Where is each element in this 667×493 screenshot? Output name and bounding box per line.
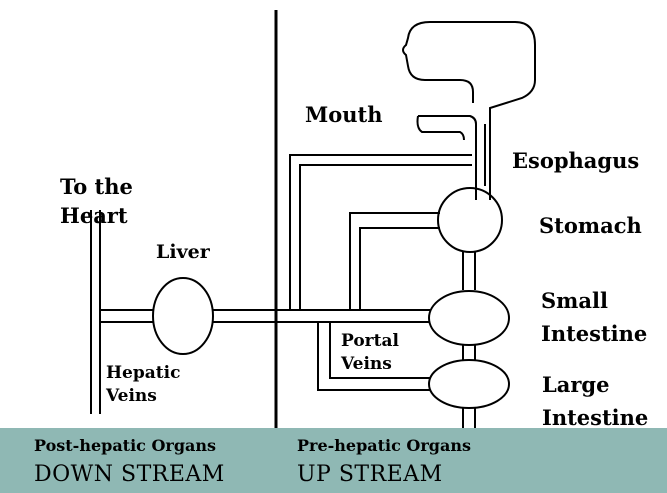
footer-band: Post-hepatic Organs DOWN STREAM Pre-hepa… (0, 428, 667, 493)
label-large-intestine: Large Intestine (542, 368, 648, 434)
label-hepatic-veins-line-2: Veins (106, 385, 180, 408)
post-hepatic-title: Post-hepatic Organs (34, 436, 216, 455)
label-hepatic-veins: Hepatic Veins (106, 362, 180, 408)
stomach-shape (438, 188, 502, 252)
label-small-intestine-line-1: Small (541, 284, 647, 317)
label-small-intestine-line-2: Intestine (541, 317, 647, 350)
label-large-intestine-line-1: Large (542, 368, 648, 401)
label-liver: Liver (156, 243, 210, 262)
label-mouth: Mouth (305, 104, 383, 125)
portal-vein-mouth-outer (290, 155, 472, 310)
post-hepatic-downstream: DOWN STREAM (34, 462, 225, 487)
small-intestine-shape (429, 291, 509, 345)
label-to-the-heart-line-2: Heart (60, 201, 133, 230)
label-portal-veins-line-2: Veins (341, 353, 399, 376)
label-esophagus: Esophagus (512, 150, 639, 171)
label-to-the-heart-line-1: To the (60, 172, 133, 201)
large-intestine-shape (429, 360, 509, 408)
liver-shape (153, 278, 213, 354)
pre-hepatic-upstream: UP STREAM (297, 462, 443, 487)
pre-hepatic-title: Pre-hepatic Organs (297, 436, 471, 455)
label-to-the-heart: To the Heart (60, 172, 133, 230)
portal-vein-stomach-inner (360, 228, 440, 310)
head-outline (403, 22, 535, 200)
label-stomach: Stomach (539, 215, 642, 236)
label-portal-veins: Portal Veins (341, 330, 399, 376)
portal-vein-mouth-inner (300, 165, 472, 310)
label-hepatic-veins-line-1: Hepatic (106, 362, 180, 385)
label-portal-veins-line-1: Portal (341, 330, 399, 353)
label-small-intestine: Small Intestine (541, 284, 647, 350)
